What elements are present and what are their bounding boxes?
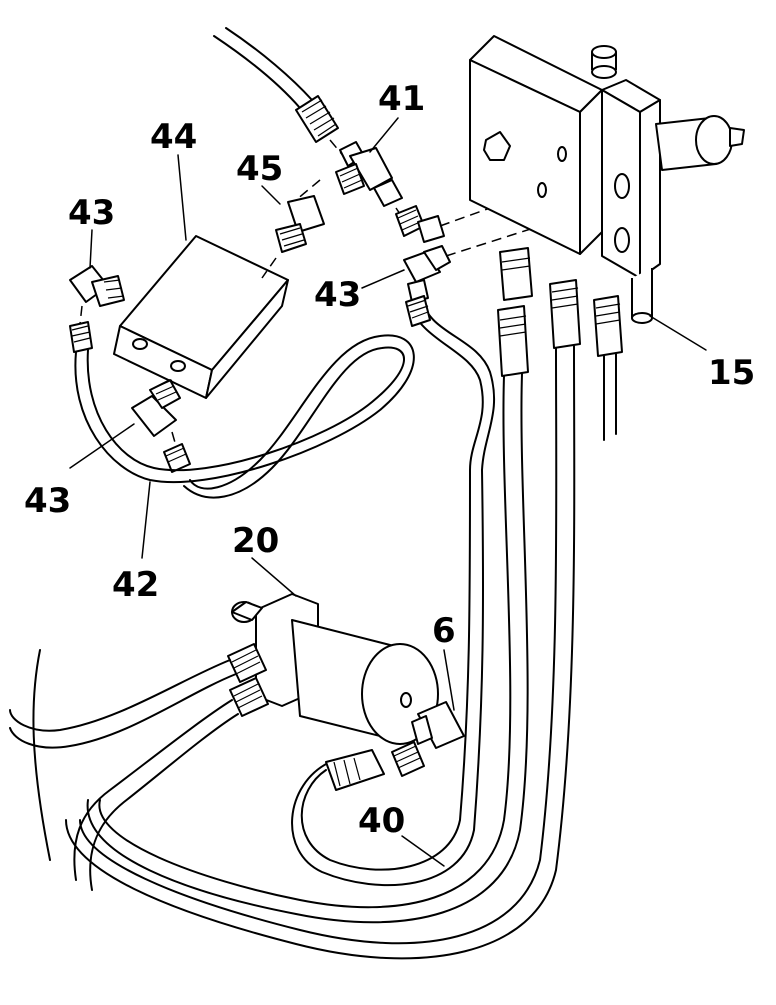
elbow-fitting-43-left: [69, 265, 125, 353]
hose-42-loop: [74, 295, 496, 499]
callout-43-right: 43: [314, 275, 361, 315]
pump-20: [231, 593, 439, 745]
callout-20: 20: [232, 521, 279, 561]
callout-45: 45: [236, 149, 283, 189]
callout-42: 42: [112, 565, 159, 605]
leader-lines: [69, 117, 707, 867]
elbow-fitting-43-lower: [131, 379, 191, 473]
callout-44: 44: [150, 117, 197, 157]
callout-6: 6: [432, 611, 456, 651]
top-incoming-hose: [213, 27, 346, 159]
valve-block-15: [469, 35, 745, 324]
tee-fitting-41: [335, 141, 403, 207]
hose-end-fitting: [295, 95, 339, 143]
callout-15: 15: [708, 353, 755, 393]
callout-43-left: 43: [68, 193, 115, 233]
callout-43-lower: 43: [24, 481, 71, 521]
pump-hose-fittings: [9, 643, 269, 891]
callout-labels: 41 44 45 43 43 15 43 42 20 6 40: [24, 79, 755, 841]
fitting-45: [275, 195, 325, 253]
callout-41: 41: [378, 79, 425, 119]
hoses-right-bundle: [65, 247, 623, 960]
block-44: [113, 235, 289, 399]
hose-40: [291, 469, 485, 887]
callout-40: 40: [358, 801, 405, 841]
elbow-fitting-6: [325, 701, 465, 791]
